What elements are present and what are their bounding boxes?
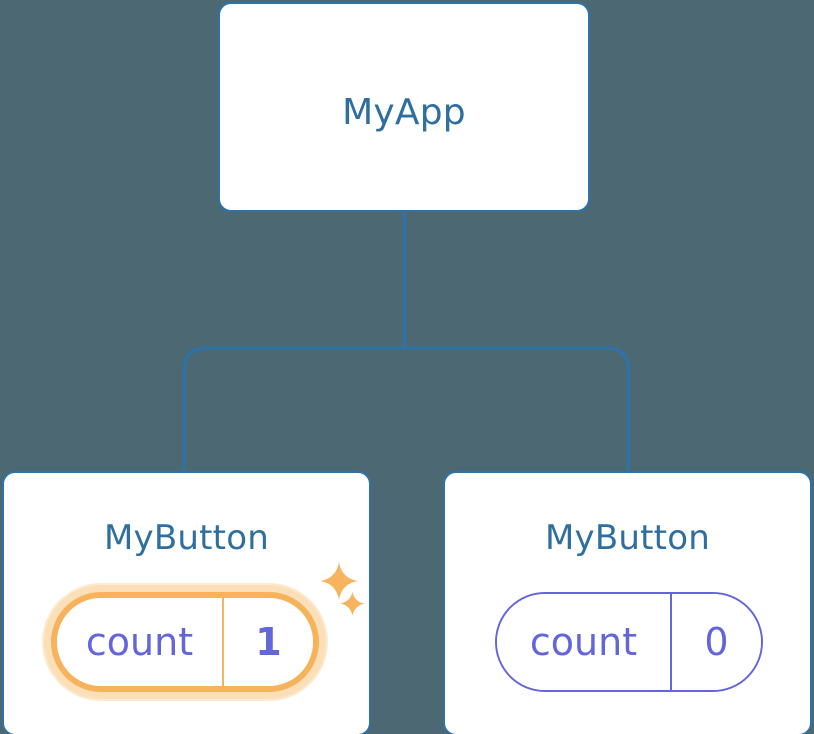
component-node-myapp[interactable]: MyApp (218, 2, 590, 212)
state-badge-value: 0 (672, 594, 761, 690)
component-node-title: MyButton (104, 518, 269, 558)
state-badge-value: 1 (224, 598, 313, 686)
component-node-title: MyButton (545, 518, 710, 558)
state-badge-key: count (497, 594, 672, 690)
component-node-mybutton-right[interactable]: MyButton count 0 (443, 471, 812, 734)
state-badge-key: count (57, 598, 224, 686)
connector-bus (183, 346, 630, 471)
state-badge-highlighted[interactable]: count 1 (51, 592, 319, 692)
state-badge-idle[interactable]: count 0 (495, 592, 763, 692)
component-node-title: MyApp (342, 92, 466, 133)
component-node-mybutton-left[interactable]: MyButton count 1 (2, 471, 371, 734)
